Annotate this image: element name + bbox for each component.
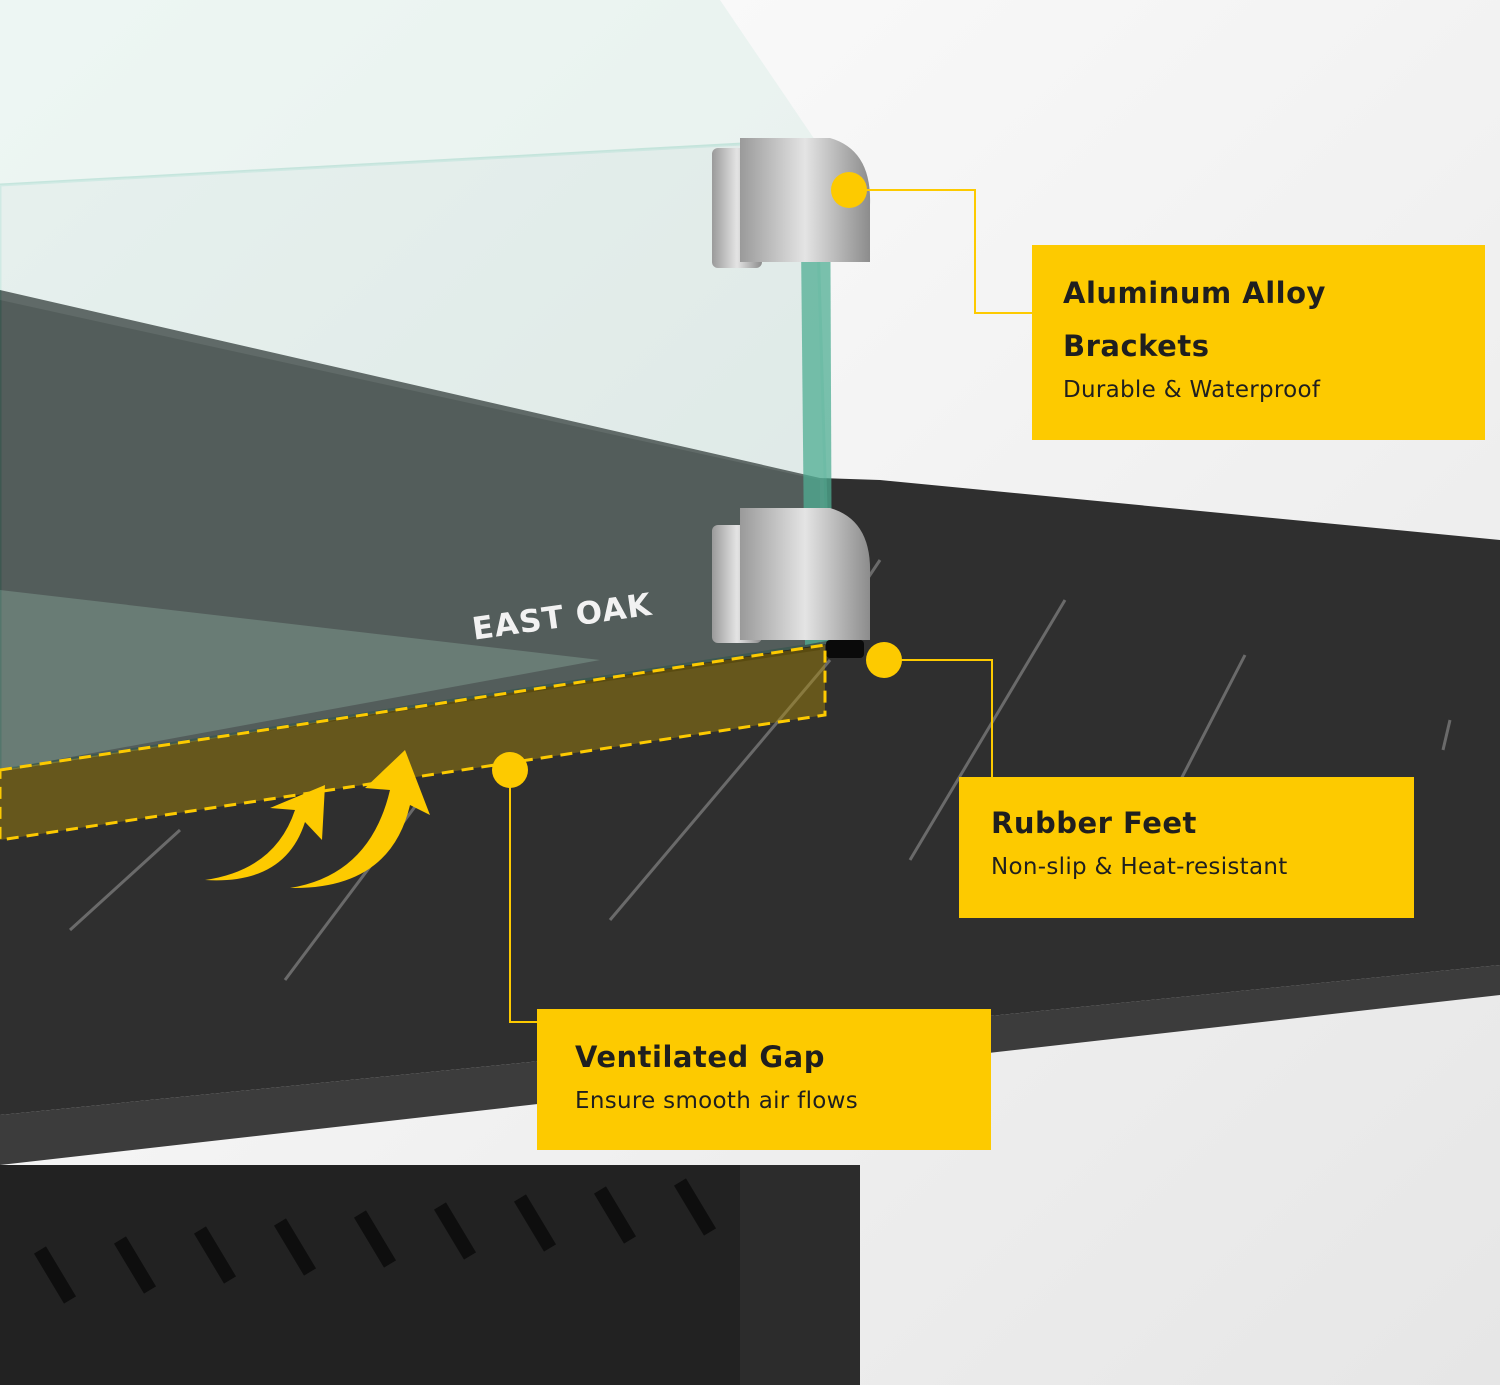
callout-title: Aluminum Alloy bbox=[1063, 276, 1326, 310]
callout-title: Brackets bbox=[1063, 329, 1210, 363]
callout-subtitle: Non-slip & Heat-resistant bbox=[991, 854, 1288, 880]
callout-aluminum-brackets: Aluminum Alloy Brackets Durable & Waterp… bbox=[1032, 245, 1485, 440]
table-base-side bbox=[740, 1165, 860, 1385]
glass-top-back bbox=[0, 0, 815, 185]
table-base bbox=[0, 1165, 860, 1385]
rubber-foot bbox=[826, 640, 864, 658]
callout-title: Ventilated Gap bbox=[575, 1040, 826, 1074]
callout-title: Rubber Feet bbox=[991, 806, 1197, 840]
callout-rubber-feet: Rubber Feet Non-slip & Heat-resistant bbox=[959, 777, 1414, 918]
burner-pan bbox=[0, 590, 600, 770]
callout-subtitle: Durable & Waterproof bbox=[1063, 377, 1321, 403]
bracket-bottom bbox=[712, 508, 871, 643]
callout-subtitle: Ensure smooth air flows bbox=[575, 1088, 859, 1114]
ventilated-gap-highlight bbox=[0, 643, 827, 842]
airflow-arrows-icon bbox=[205, 750, 430, 889]
base-slats bbox=[33, 1178, 717, 1304]
leader-lines bbox=[509, 189, 1032, 1023]
callout-dots bbox=[492, 172, 902, 788]
callout-ventilated-gap: Ventilated Gap Ensure smooth air flows bbox=[537, 1009, 991, 1150]
bracket-top bbox=[712, 138, 871, 268]
